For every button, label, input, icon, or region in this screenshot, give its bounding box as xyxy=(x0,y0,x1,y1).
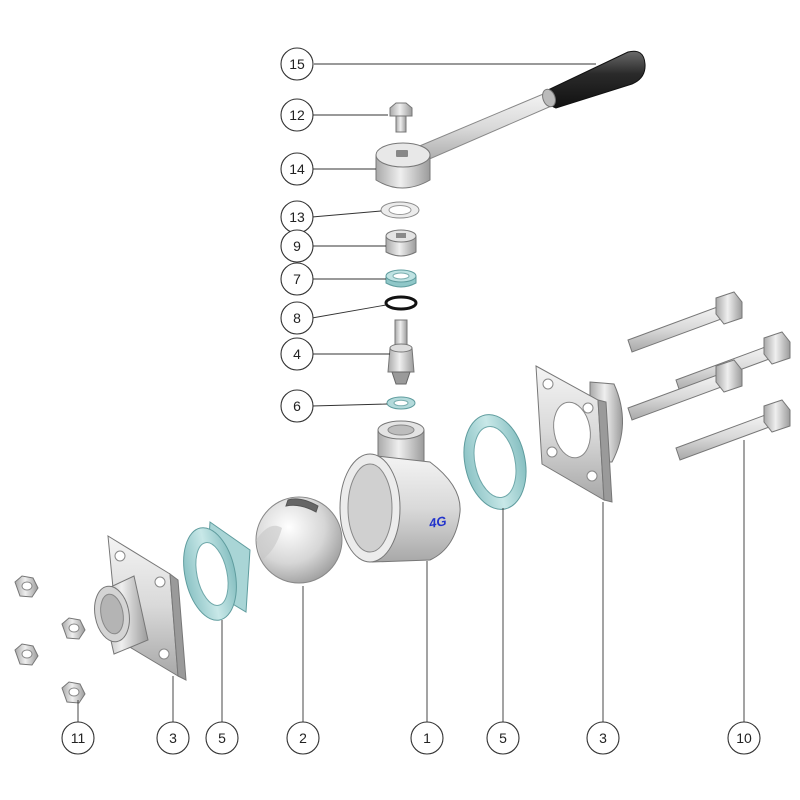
callout-label: 3 xyxy=(599,730,607,746)
hex-bolt-part xyxy=(389,102,413,133)
flange-right-part xyxy=(535,365,623,503)
stem-nut-part xyxy=(385,229,417,257)
callout-label: 5 xyxy=(499,730,507,746)
thrust-washer-part xyxy=(386,396,416,410)
leader-lines xyxy=(77,63,745,722)
callout-2: 2 xyxy=(286,721,320,755)
callout-5-right: 5 xyxy=(486,721,520,755)
hex-nut xyxy=(61,681,86,704)
valve-body-part: 4G xyxy=(339,420,461,563)
hex-nut xyxy=(61,617,86,640)
callout-15: 15 xyxy=(280,47,314,81)
callout-13: 13 xyxy=(280,200,314,234)
ball-part xyxy=(255,496,343,584)
callout-label: 9 xyxy=(293,238,301,254)
washer-part xyxy=(380,201,420,219)
callout-label: 3 xyxy=(169,730,177,746)
bolts-part xyxy=(627,291,791,461)
callout-6: 6 xyxy=(280,389,314,423)
callout-5-left: 5 xyxy=(205,721,239,755)
callout-label: 1 xyxy=(423,730,431,746)
stem-seal-ring-part xyxy=(385,269,417,288)
callout-label: 5 xyxy=(218,730,226,746)
seat-right-part xyxy=(463,414,527,510)
callout-label: 13 xyxy=(289,209,305,225)
callout-12: 12 xyxy=(280,98,314,132)
leader-13 xyxy=(311,210,382,218)
callout-label: 12 xyxy=(289,107,305,123)
callout-label: 8 xyxy=(293,310,301,326)
callouts: 15 12 14 13 9 7 8 4 6 11 3 5 2 1 5 3 10 xyxy=(61,47,761,755)
o-ring-part xyxy=(384,295,418,311)
callout-label: 6 xyxy=(293,398,301,414)
callout-9: 9 xyxy=(280,229,314,263)
callout-label: 4 xyxy=(293,346,301,362)
lever-handle-part xyxy=(375,50,646,189)
bolt xyxy=(627,291,743,353)
callout-label: 10 xyxy=(736,730,752,746)
handle-grip-part xyxy=(542,50,646,109)
callout-11: 11 xyxy=(61,721,95,755)
callout-1: 1 xyxy=(410,721,444,755)
leader-6 xyxy=(311,403,388,407)
hex-nut xyxy=(14,575,39,598)
callout-label: 15 xyxy=(289,56,305,72)
stem-part xyxy=(387,319,415,385)
callout-label: 14 xyxy=(289,161,305,177)
leader-8 xyxy=(311,304,387,319)
hex-nut xyxy=(14,643,39,666)
callout-label: 7 xyxy=(293,271,301,287)
callout-8: 8 xyxy=(280,301,314,335)
logo-text: 4G xyxy=(427,513,448,531)
callout-14: 14 xyxy=(280,152,314,186)
flange-left-part xyxy=(94,535,187,681)
callout-label: 2 xyxy=(299,730,307,746)
callout-3-left: 3 xyxy=(156,721,190,755)
callout-4: 4 xyxy=(280,337,314,371)
hex-nuts-part xyxy=(14,575,86,704)
seat-left-part xyxy=(183,521,251,621)
bolt xyxy=(627,359,743,421)
bolt xyxy=(675,399,791,461)
callout-3-right: 3 xyxy=(586,721,620,755)
callout-10: 10 xyxy=(727,721,761,755)
callout-label: 11 xyxy=(71,730,86,746)
callout-7: 7 xyxy=(280,262,314,296)
